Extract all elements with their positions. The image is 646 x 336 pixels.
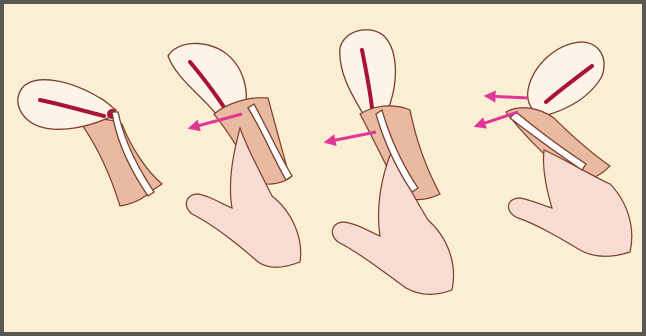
pull-arrow-upper (486, 96, 528, 98)
examiner-hand (332, 150, 453, 294)
panel-4 (476, 42, 632, 256)
uterus-outline (528, 42, 604, 116)
panel-2 (168, 43, 301, 267)
examiner-hand (186, 128, 300, 267)
panel-1 (18, 80, 162, 206)
procedure-illustration (4, 4, 642, 332)
panel-3 (326, 30, 454, 295)
examiner-hand (508, 150, 631, 256)
pull-arrow (326, 132, 376, 142)
